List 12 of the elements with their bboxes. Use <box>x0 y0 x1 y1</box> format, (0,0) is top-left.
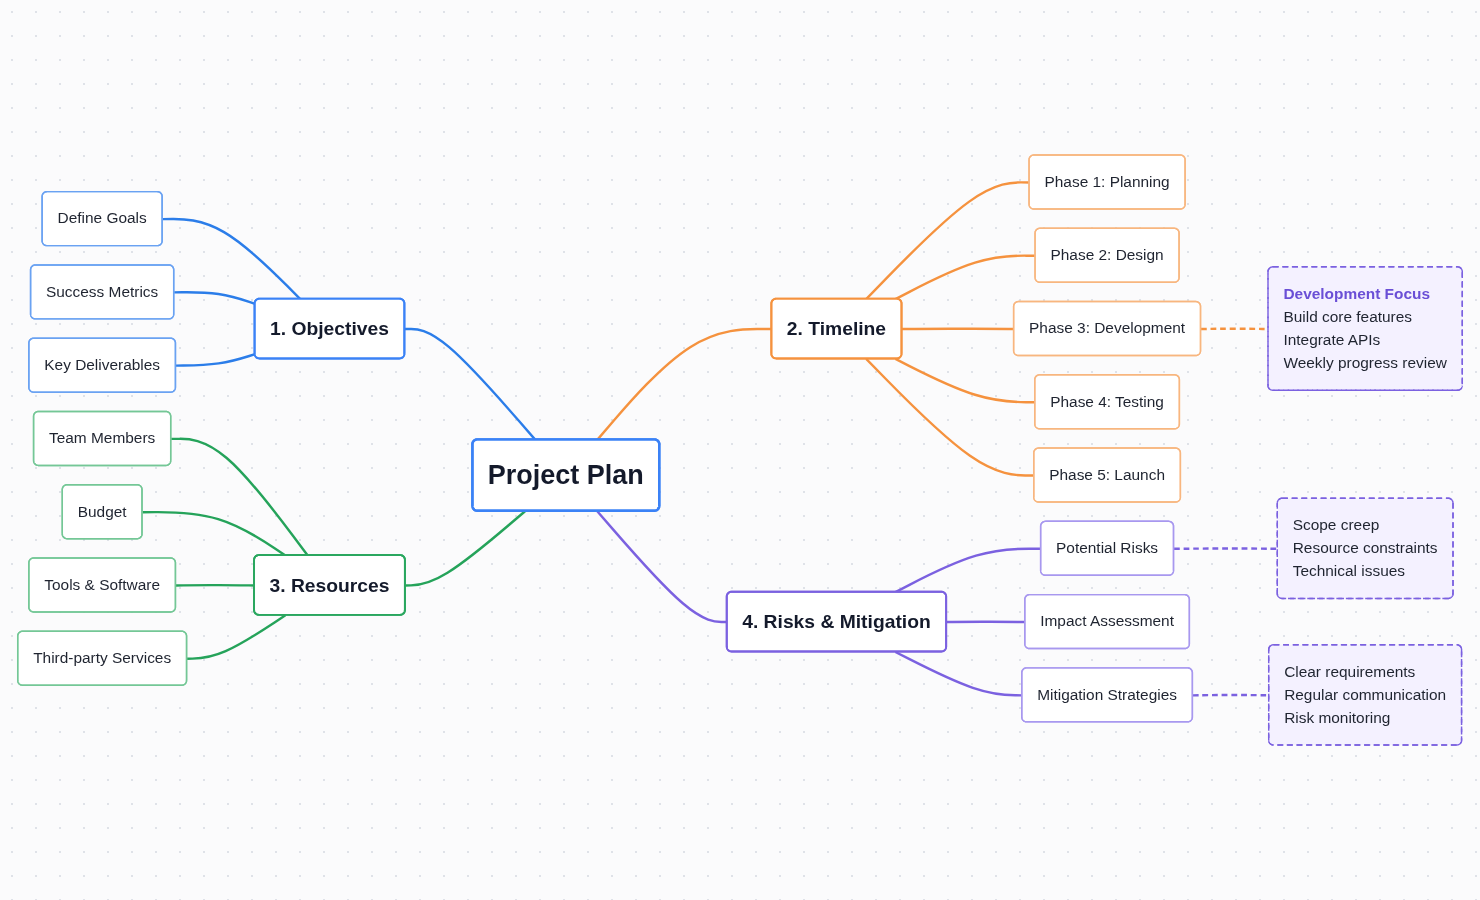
connector <box>865 181 1030 300</box>
connector <box>187 614 287 660</box>
connector <box>175 353 256 367</box>
connector <box>174 291 256 306</box>
connector <box>1174 547 1278 550</box>
connector <box>405 510 526 587</box>
connector <box>175 583 255 587</box>
connector <box>171 437 309 557</box>
connector <box>162 217 302 300</box>
connector <box>142 510 287 557</box>
connector <box>894 254 1036 301</box>
connector <box>865 358 1035 477</box>
